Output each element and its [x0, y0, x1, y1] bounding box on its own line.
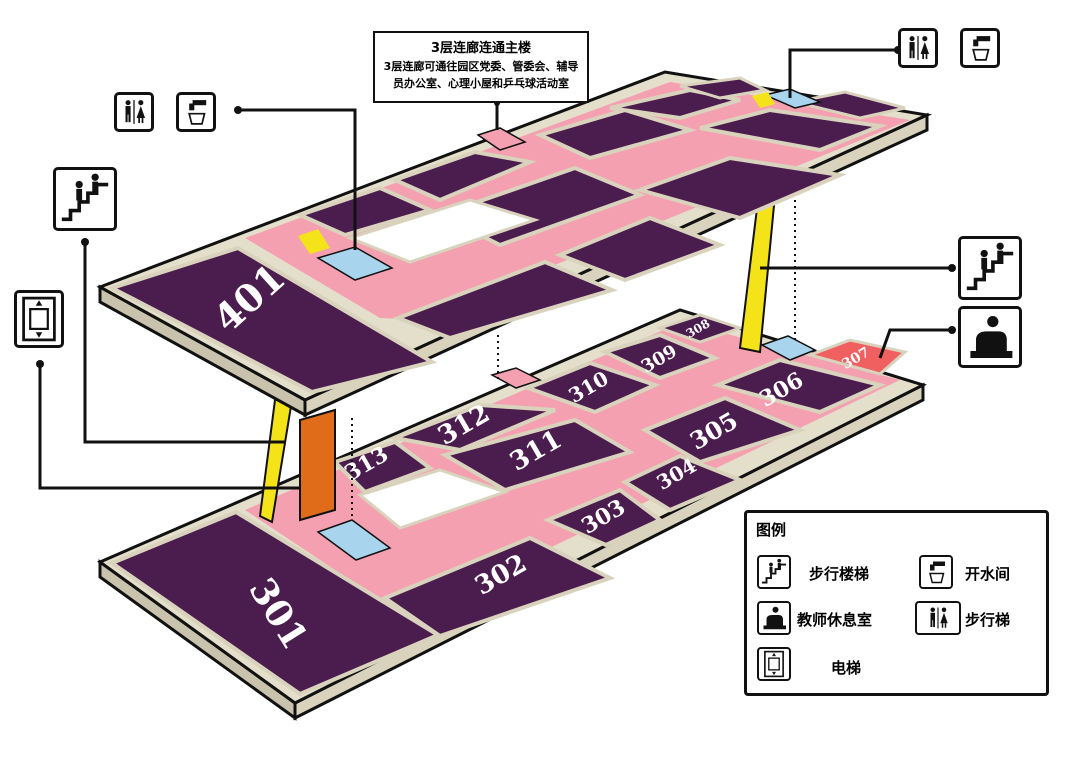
room-307	[805, 338, 909, 376]
room-311	[439, 417, 635, 493]
room-4f-a	[392, 259, 618, 341]
room-304	[620, 453, 746, 513]
room-4f-h	[609, 87, 741, 121]
leader-restroom-4f-west	[238, 108, 357, 250]
leader-dot	[234, 106, 242, 114]
room-302	[380, 535, 616, 639]
room-313	[331, 439, 435, 495]
room-401	[106, 245, 438, 395]
water-tap-icon	[176, 92, 216, 132]
stair-top-4f-west	[298, 229, 330, 254]
leader-dot	[36, 360, 44, 368]
room-305	[640, 395, 806, 465]
room-306	[711, 357, 887, 415]
stair-top-4f-east	[752, 92, 775, 108]
room-4f-i	[699, 107, 888, 153]
room-312	[387, 402, 556, 453]
room-4f-g	[534, 107, 698, 161]
stair-column-east	[738, 193, 777, 354]
corridor-bridge-4f	[476, 127, 527, 151]
legend-label-elevator: 电梯	[831, 659, 862, 677]
leader-dot	[948, 264, 956, 272]
callout-body: 3层连廊可通往园区党委、管委会、辅导员办公室、心理小屋和乒乓球活动室	[383, 60, 579, 90]
water-room-4f-west	[316, 246, 394, 281]
restroom-icon	[898, 28, 938, 68]
corridor-callout: 3层连廊连通主楼 3层连廊可通往园区党委、管委会、辅导员办公室、心理小屋和乒乓球…	[373, 31, 589, 103]
legend-title: 图例	[756, 521, 787, 539]
water-room-3f-east	[760, 335, 817, 361]
elevator-icon	[14, 290, 64, 348]
stairs-icon	[757, 555, 791, 589]
legend-label-stairs: 步行楼梯	[809, 565, 870, 583]
room-4f-k	[679, 76, 770, 100]
room-308	[655, 313, 745, 344]
leader-lounge	[878, 328, 952, 359]
room-4f-d	[633, 155, 848, 221]
room-4f-b	[554, 215, 726, 283]
stairs-icon	[53, 167, 117, 231]
legend: 图例 步行楼梯 开水间 教师休息室 步行梯 电梯	[744, 510, 1049, 696]
leader-restroom-4f-east	[788, 48, 898, 98]
water-room-3f-west	[316, 519, 392, 561]
callout-title: 3层连廊连通主楼	[430, 41, 532, 56]
courtyard-3f	[356, 468, 510, 530]
restroom-icon	[114, 92, 154, 132]
teacher-lounge-icon	[958, 306, 1022, 368]
room-309	[599, 332, 721, 381]
courtyard-4f	[345, 198, 540, 264]
legend-label-lounge: 教师休息室	[797, 611, 873, 629]
room-4f-j	[794, 90, 906, 120]
elevator-icon	[757, 647, 791, 681]
legend-label-water: 开水间	[965, 565, 1011, 583]
leader-stairs-west	[83, 242, 285, 444]
corridor-bridge-3f	[490, 367, 542, 389]
restroom-icon	[915, 601, 961, 635]
room-4f-e	[294, 185, 436, 238]
teacher-lounge-icon	[757, 601, 791, 635]
leader-dot	[948, 326, 956, 334]
leader-lines	[38, 48, 952, 490]
floor-3: 301 302 303 304 305 306 307 308 309 310 …	[96, 308, 927, 721]
legend-label-restroom: 步行梯	[965, 611, 1011, 629]
elevator-column	[299, 408, 336, 522]
stairs-icon	[958, 236, 1022, 300]
room-310	[522, 360, 661, 415]
water-tap-icon	[919, 555, 953, 589]
leader-dot	[81, 238, 89, 246]
water-tap-icon	[960, 28, 1000, 68]
room-303	[542, 487, 664, 548]
water-room-4f-east	[762, 88, 823, 109]
room-4f-f	[389, 149, 537, 203]
floor-4: 401	[96, 70, 933, 418]
leader-elevator	[38, 364, 300, 490]
